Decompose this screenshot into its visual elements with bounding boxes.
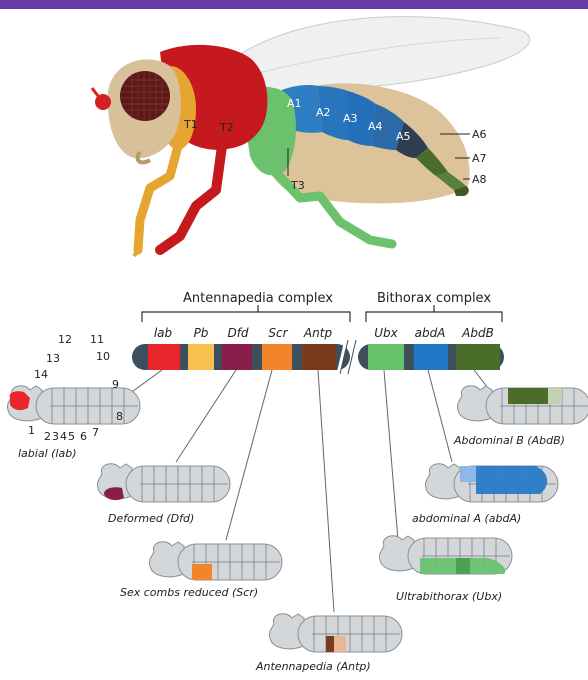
- label-a5: A5: [396, 130, 411, 143]
- embryo-antennapedia: Antennapedia (Antp): [255, 614, 402, 673]
- embryo-number-6: 6: [80, 430, 87, 443]
- label-a2: A2: [316, 106, 331, 119]
- caption-scr: Sex combs reduced (Scr): [120, 586, 258, 599]
- abda-expression-domain: [476, 466, 547, 494]
- embryo-number-3: 3: [52, 430, 59, 443]
- gene-block-abdb: [456, 344, 500, 370]
- label-a4: A4: [368, 120, 383, 133]
- hox-chromosome: lab Pb Dfd Scr Antp Ubx abdA AbdB: [132, 326, 504, 374]
- gene-label-scr: Scr: [268, 326, 288, 340]
- embryo-number-8: 8: [116, 410, 123, 423]
- embryo-number-12: 12: [58, 333, 72, 346]
- bithorax-complex-label: Bithorax complex: [377, 291, 491, 306]
- antp-expression-weak: [334, 636, 346, 652]
- gene-label-abdb: AbdB: [461, 326, 494, 340]
- gene-block-lab: [148, 344, 180, 370]
- gene-block-pb: [188, 344, 214, 370]
- label-t1: T1: [183, 118, 198, 131]
- embryo-number-5: 5: [68, 430, 75, 443]
- caption-deformed: Deformed (Dfd): [108, 512, 194, 525]
- label-a8: A8: [472, 173, 487, 186]
- complex-brackets: Antennapedia complex Bithorax complex: [142, 291, 502, 322]
- embryo-number-2: 2: [44, 430, 51, 443]
- gene-label-lab: lab: [154, 326, 173, 340]
- gene-block-abda: [414, 344, 448, 370]
- label-t2: T2: [219, 121, 234, 134]
- embryo-labial: 1 2 3 4 5 6 7 8 9 10 11 12 13 14 labial …: [7, 333, 140, 460]
- embryo-number-9: 9: [112, 378, 119, 391]
- embryo-number-11: 11: [90, 333, 104, 346]
- embryo-number-13: 13: [46, 352, 60, 365]
- embryo-ultrabithorax: Ultrabithorax (Ubx): [379, 536, 512, 603]
- caption-abdb: Abdominal B (AbdB): [453, 434, 565, 447]
- embryo-number-4: 4: [60, 430, 67, 443]
- fly-illustration: T1 T2 T3 A1 A2 A3 A4 A5 A6 A7 A8: [92, 17, 530, 256]
- gene-block-ubx: [368, 344, 404, 370]
- embryo-number-1: 1: [28, 424, 35, 437]
- gene-block-scr: [262, 344, 292, 370]
- abdb-expression-strong: [508, 388, 548, 404]
- caption-abda: abdominal A (abdA): [412, 512, 521, 525]
- label-a7: A7: [472, 152, 487, 165]
- embryo-number-14: 14: [34, 368, 48, 381]
- embryo-sex-combs-reduced: Sex combs reduced (Scr): [120, 542, 282, 599]
- gene-label-antp: Antp: [303, 326, 333, 340]
- embryo-deformed: Deformed (Dfd): [97, 464, 230, 525]
- gene-label-pb: Pb: [194, 326, 209, 340]
- embryo-abdominal-a: abdominal A (abdA): [412, 464, 558, 525]
- label-a1: A1: [287, 97, 302, 110]
- gene-block-dfd: [222, 344, 252, 370]
- gene-label-ubx: Ubx: [374, 326, 398, 340]
- scr-expression-domain: [192, 564, 212, 580]
- gene-label-dfd: Dfd: [227, 326, 248, 340]
- embryo-number-7: 7: [92, 426, 99, 439]
- caption-ubx: Ultrabithorax (Ubx): [396, 590, 502, 603]
- caption-labial: labial (lab): [18, 447, 77, 460]
- label-t3: T3: [290, 179, 305, 192]
- embryo-number-10: 10: [96, 350, 110, 363]
- label-a3: A3: [343, 112, 358, 125]
- fly-wing: [232, 17, 530, 91]
- caption-antp: Antennapedia (Antp): [255, 660, 371, 673]
- abdb-expression-weak: [548, 388, 562, 404]
- antp-expression-strong: [326, 636, 334, 652]
- gene-block-antp: [302, 344, 336, 370]
- embryo-abdominal-b: Abdominal B (AbdB): [453, 386, 588, 447]
- gene-label-abda: abdA: [415, 326, 446, 340]
- label-a6: A6: [472, 128, 487, 141]
- antennapedia-complex-label: Antennapedia complex: [183, 291, 333, 306]
